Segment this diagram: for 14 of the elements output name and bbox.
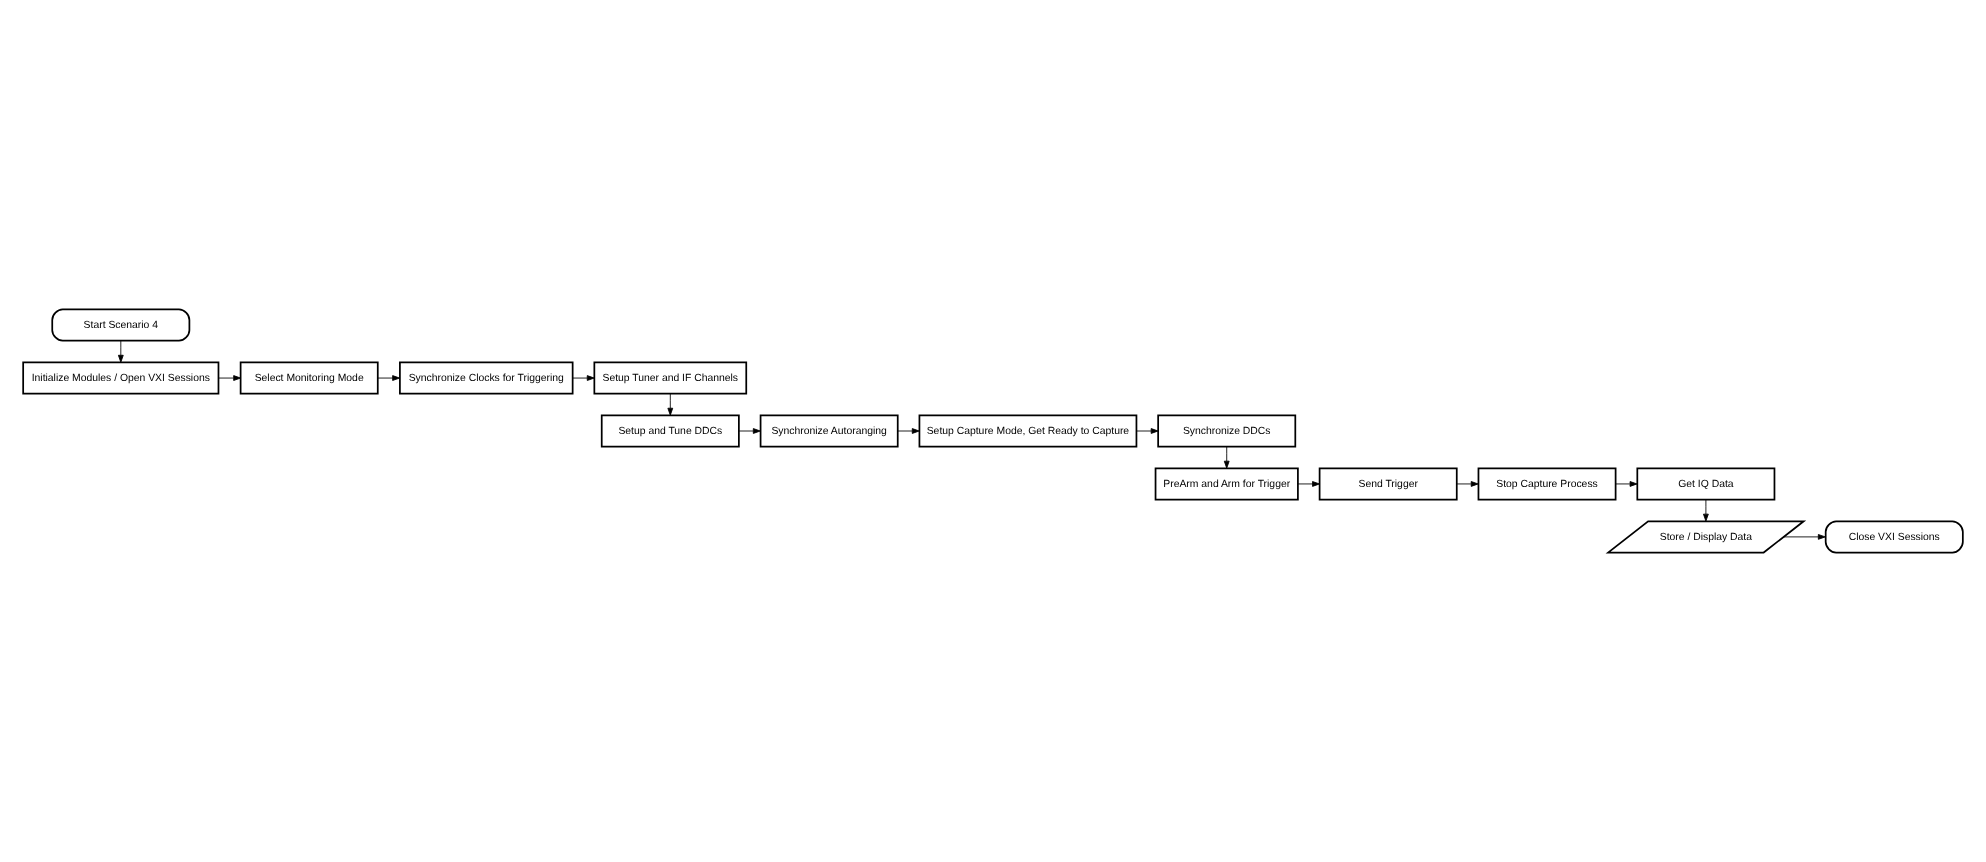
arrow	[572, 375, 595, 381]
arrow	[1297, 481, 1320, 487]
arrow	[377, 375, 400, 381]
arrow	[1615, 481, 1638, 487]
arrow	[667, 393, 674, 416]
arrow	[117, 340, 124, 363]
arrow	[1223, 446, 1230, 469]
arrow	[738, 428, 761, 434]
arrow	[218, 375, 242, 381]
arrow	[1136, 428, 1159, 434]
arrow	[1783, 534, 1826, 540]
arrow	[897, 428, 920, 434]
arrow	[1456, 481, 1479, 487]
arrow	[1703, 499, 1709, 522]
